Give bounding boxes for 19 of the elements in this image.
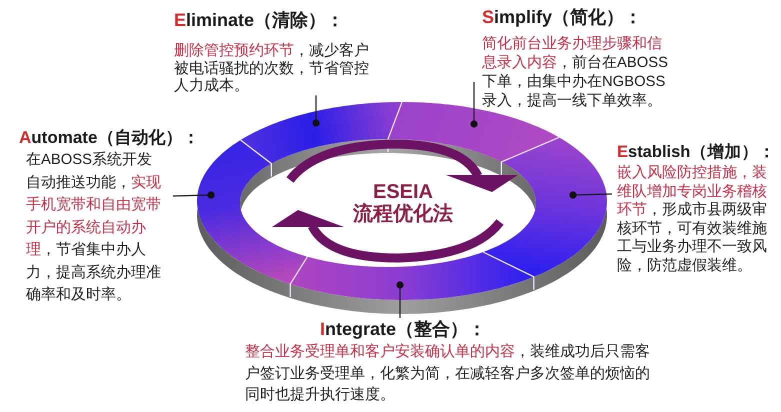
body-text: 整合业务受理单和客户安装确认单的内容，装维成功后只需客户签订业务受理单，化繁为简，在减轻客户多次签单的烦恼的同时也提升执行速度。 (245, 342, 651, 405)
ring-segment (240, 102, 402, 164)
leader-line (470, 82, 478, 128)
heading: Eliminate（清除）： (174, 9, 344, 31)
heading: Establish（增加）： (617, 142, 776, 162)
leader-line (312, 96, 320, 127)
heading: Automate（自动化）： (19, 127, 200, 149)
body-text: 简化前台业务办理步骤和信息录入内容，前台在ABOSS下单，由集中办在NGBOSS录入，提高一线下单效率。 (482, 35, 669, 111)
body-text: 嵌入风险防控措施，装维队增加专岗业务稽核环节，形成市县两级审核环节，可有效装维施工与业务办理不一致风险，防范虚假装维。 (617, 164, 768, 275)
heading: Integrate（整合）： (320, 318, 486, 340)
body-text: 删除管控预约环节，减少客户被电话骚扰的次数，节省管控人力成本。 (174, 43, 370, 96)
ring-segment (483, 137, 607, 277)
ring-segment (290, 252, 534, 300)
body-text: 在ABOSS系统开发自动推送功能，实现手机宽带和自由宽带开户的系统自动办理，节省集中办人力，提高系统办理准确率和及时率。 (26, 150, 162, 305)
ring-segment (197, 140, 308, 284)
leader-line (396, 281, 404, 318)
heading: Simplify（简化）： (482, 6, 642, 28)
center-title: ESEIA 流程优化法 (352, 181, 454, 225)
leader-line (172, 191, 215, 199)
